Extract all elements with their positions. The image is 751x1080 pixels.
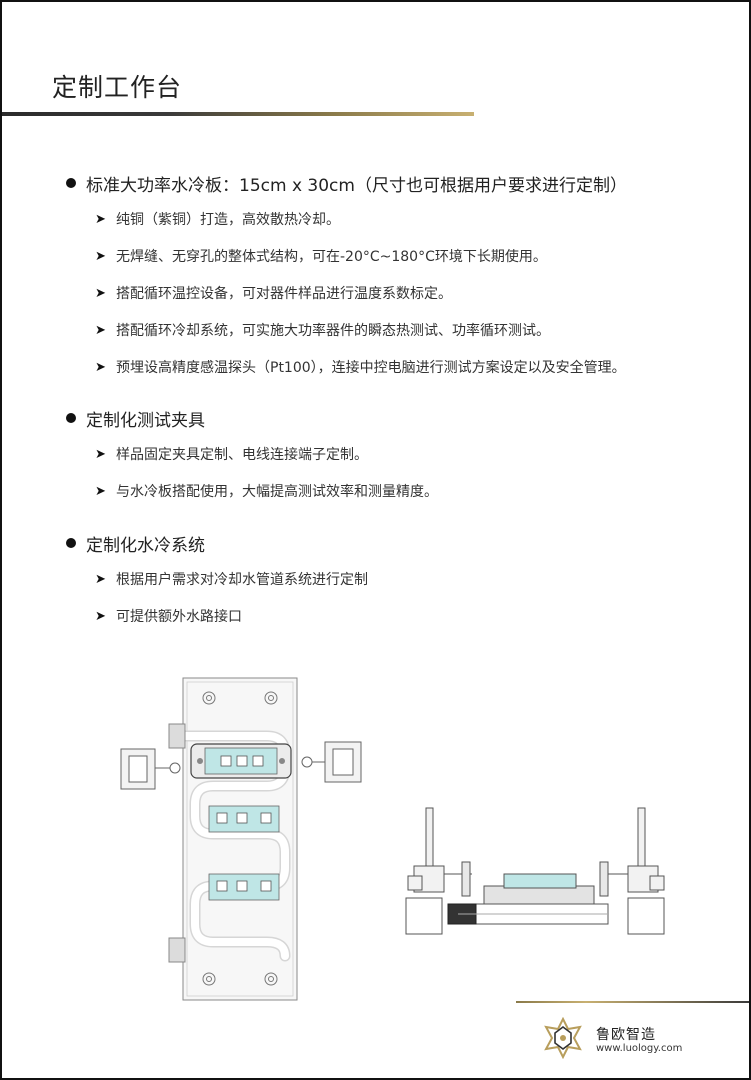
section-heading: 标准大功率水冷板：15cm x 30cm（尺寸也可根据用户要求进行定制） <box>66 170 627 196</box>
section-water-cooling: 定制化水冷系统 ➤ 根据用户需求对冷却水管道系统进行定制 ➤ 可提供额外水路接口 <box>66 530 368 627</box>
list-item: ➤ 样品固定夹具定制、电线连接端子定制。 <box>95 443 438 465</box>
footer-rule <box>516 1001 749 1003</box>
page-title: 定制工作台 <box>52 73 183 102</box>
arrowhead-icon: ➤ <box>95 571 106 587</box>
section-heading-text: 定制化水冷系统 <box>86 535 205 556</box>
brand-url[interactable]: www.luology.com <box>596 1043 683 1054</box>
section-heading: 定制化测试夹具 <box>66 405 438 431</box>
list-item-text: 搭配循环温控设备，可对器件样品进行温度系数标定。 <box>116 286 452 302</box>
arrowhead-icon: ➤ <box>95 359 106 375</box>
arrowhead-icon: ➤ <box>95 322 106 338</box>
list-item-text: 可提供额外水路接口 <box>116 609 242 625</box>
arrowhead-icon: ➤ <box>95 211 106 227</box>
list-item: ➤ 纯铜（紫铜）打造，高效散热冷却。 <box>95 208 627 230</box>
bullet-icon <box>66 413 76 423</box>
title-underline <box>2 112 474 116</box>
list-item-text: 无焊缝、无穿孔的整体式结构，可在-20°C~180°C环境下长期使用。 <box>116 249 547 265</box>
list-item-text: 与水冷板搭配使用，大幅提高测试效率和测量精度。 <box>116 484 438 500</box>
arrowhead-icon: ➤ <box>95 285 106 301</box>
list-item: ➤ 根据用户需求对冷却水管道系统进行定制 <box>95 568 368 590</box>
arrowhead-icon: ➤ <box>95 483 106 499</box>
list-item-text: 根据用户需求对冷却水管道系统进行定制 <box>116 572 368 588</box>
bullet-icon <box>66 538 76 548</box>
list-item-text: 预埋设高精度感温探头（Pt100），连接中控电脑进行测试方案设定以及安全管理。 <box>116 360 626 376</box>
list-item: ➤ 搭配循环冷却系统，可实施大功率器件的瞬态热测试、功率循环测试。 <box>95 319 627 341</box>
list-item-text: 纯铜（紫铜）打造，高效散热冷却。 <box>116 212 340 228</box>
list-item: ➤ 预埋设高精度感温探头（Pt100），连接中控电脑进行测试方案设定以及安全管理… <box>95 356 627 378</box>
list-item: ➤ 搭配循环温控设备，可对器件样品进行温度系数标定。 <box>95 282 627 304</box>
cold-plate-top-view-drawing <box>120 677 362 1001</box>
cold-plate-side-view-drawing <box>405 807 665 935</box>
list-item: ➤ 可提供额外水路接口 <box>95 605 368 627</box>
brand-name: 鲁欧智造 <box>596 1027 656 1043</box>
arrowhead-icon: ➤ <box>95 248 106 264</box>
star-lattice-logo-icon <box>544 1017 582 1059</box>
section-cold-plate: 标准大功率水冷板：15cm x 30cm（尺寸也可根据用户要求进行定制） ➤ 纯… <box>66 170 627 378</box>
list-item-text: 搭配循环冷却系统，可实施大功率器件的瞬态热测试、功率循环测试。 <box>116 323 550 339</box>
section-heading: 定制化水冷系统 <box>66 530 368 556</box>
arrowhead-icon: ➤ <box>95 446 106 462</box>
section-heading-text: 标准大功率水冷板：15cm x 30cm（尺寸也可根据用户要求进行定制） <box>86 175 627 196</box>
section-test-fixture: 定制化测试夹具 ➤ 样品固定夹具定制、电线连接端子定制。 ➤ 与水冷板搭配使用，… <box>66 405 438 502</box>
list-item-text: 样品固定夹具定制、电线连接端子定制。 <box>116 447 368 463</box>
arrowhead-icon: ➤ <box>95 608 106 624</box>
list-item: ➤ 与水冷板搭配使用，大幅提高测试效率和测量精度。 <box>95 480 438 502</box>
list-item: ➤ 无焊缝、无穿孔的整体式结构，可在-20°C~180°C环境下长期使用。 <box>95 245 627 267</box>
section-heading-text: 定制化测试夹具 <box>86 410 205 431</box>
bullet-icon <box>66 178 76 188</box>
